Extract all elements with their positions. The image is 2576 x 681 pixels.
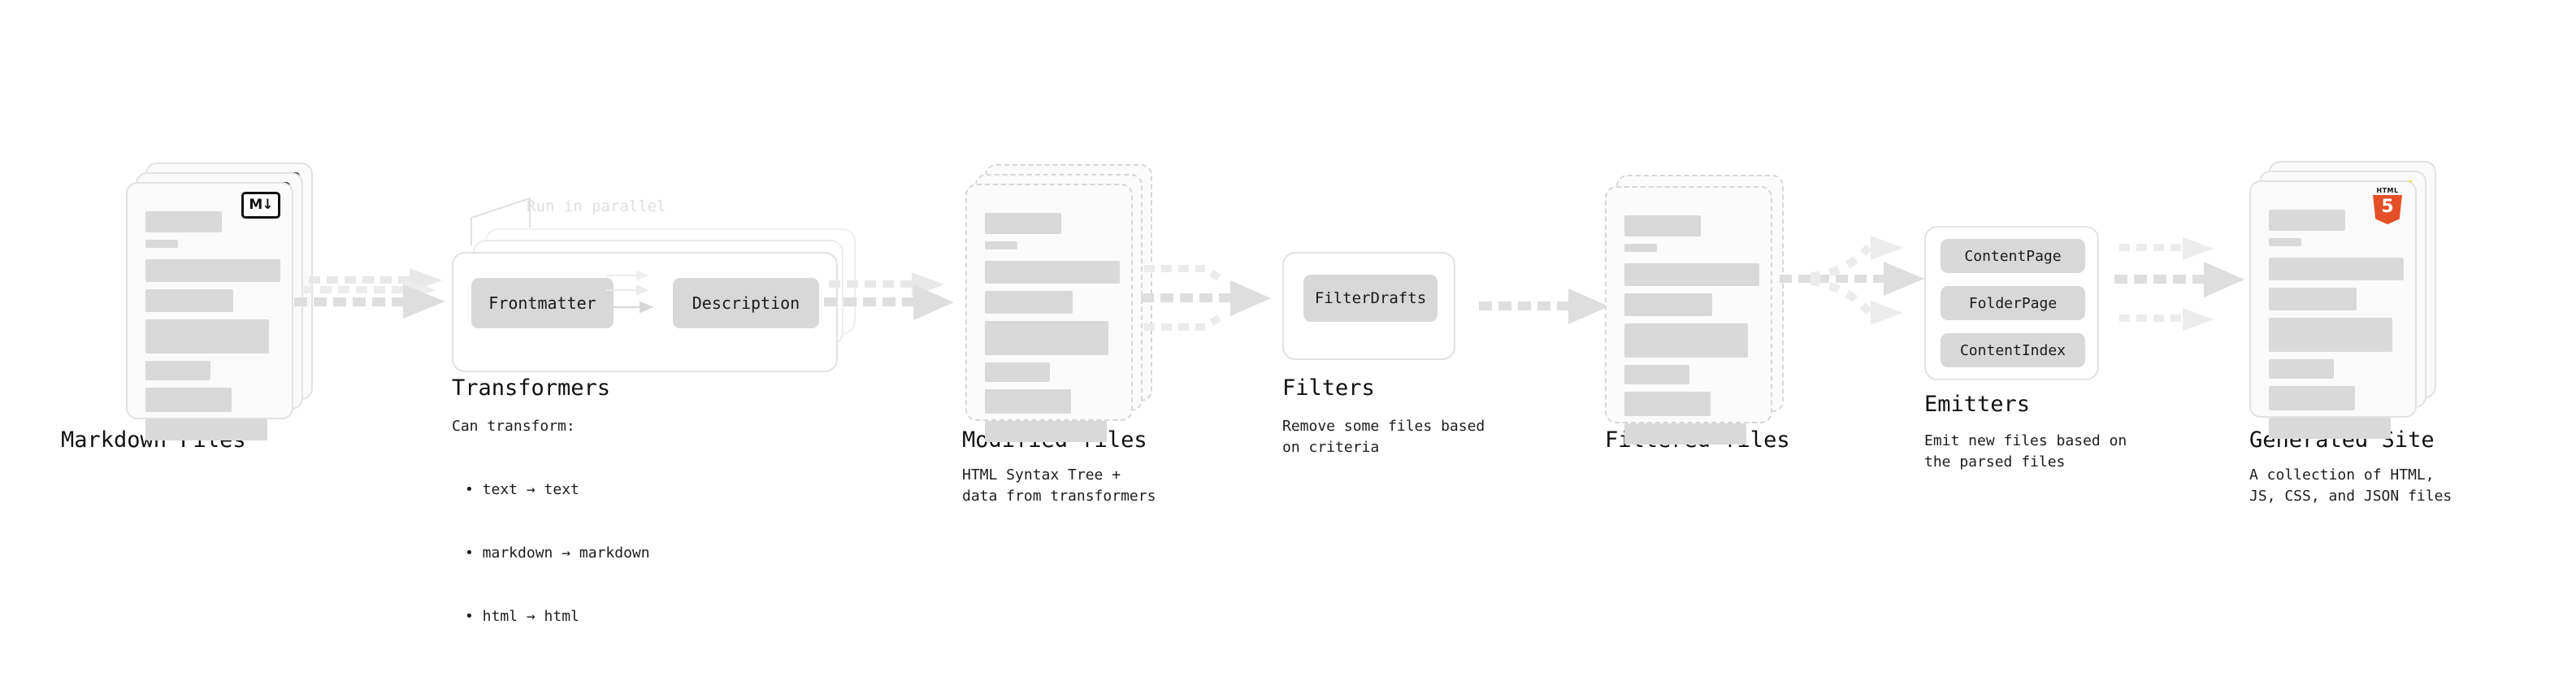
skeleton-bar [985, 241, 1017, 249]
skeleton-bar [2269, 418, 2391, 439]
card-skeleton-filtered [1624, 215, 1759, 452]
transformers-bullet-0: • text → text [465, 481, 579, 498]
emitters-box: ContentPage FolderPage ContentIndex [1924, 226, 2099, 380]
skeleton-bar [2269, 210, 2345, 231]
html5-badge: HTML 5 [2371, 187, 2404, 224]
skeleton-bar [145, 289, 233, 312]
label-emitters: Emitters [1924, 392, 2031, 417]
parallel-bracket [471, 197, 531, 245]
skeleton-bar [2269, 238, 2301, 246]
skeleton-bar [1624, 263, 1759, 286]
skeleton-bar [985, 421, 1107, 442]
transformers-bullet-2: • html → html [465, 608, 579, 625]
markdown-card-front: M↓ [126, 182, 293, 440]
arrow-emitters-to-site [2114, 237, 2244, 331]
skeleton-bar [1624, 423, 1746, 445]
arrow-filters-to-filtered [1479, 288, 1609, 324]
skeleton-bar [2269, 258, 2404, 280]
skeleton-bar [145, 211, 222, 232]
generated-site-desc: A collection of HTML, JS, CSS, and JSON … [2249, 466, 2452, 505]
skeleton-bar [2269, 288, 2357, 310]
modified-card-front [965, 184, 1133, 442]
transformers-desc-heading: Can transform: [452, 418, 575, 435]
arrow-markdown-to-transformers [294, 268, 445, 319]
transformer-inner-arrows [606, 270, 654, 314]
skeleton-bar [985, 389, 1071, 414]
transformers-bullet-list: • text → text • markdown → markdown • ht… [465, 437, 650, 670]
skeleton-bar [2269, 359, 2334, 379]
emitter-pill-folderpage[interactable]: FolderPage [1941, 286, 2085, 320]
skeleton-bar [985, 362, 1050, 382]
skeleton-bar [1624, 323, 1748, 358]
transformer-box-front: Frontmatter Description [452, 252, 838, 372]
skeleton-bar [1624, 215, 1701, 236]
skeleton-bar [985, 213, 1061, 234]
html5-badge-icon: HTML 5 [2371, 187, 2404, 224]
card-skeleton-generated [2269, 210, 2404, 446]
filters-desc: Remove some files based on criteria [1282, 418, 1485, 456]
label-run-in-parallel: Run in parallel [527, 197, 666, 215]
filters-box: FilterDrafts [1282, 252, 1455, 360]
skeleton-bar [1624, 244, 1657, 252]
skeleton-bar [985, 321, 1108, 355]
arrow-transformers-to-modified [824, 272, 954, 320]
transformer-pill-description[interactable]: Description [673, 278, 819, 328]
arrow-filtered-to-emitters [1780, 236, 1924, 325]
html5-badge-word: HTML [2376, 187, 2399, 194]
transformers-bullet-1: • markdown → markdown [465, 544, 650, 562]
emitter-pill-contentpage[interactable]: ContentPage [1941, 239, 2085, 273]
card-skeleton-modified [985, 213, 1120, 449]
skeleton-bar [145, 319, 269, 354]
skeleton-bar [145, 259, 280, 282]
skeleton-bar [145, 419, 267, 440]
filtered-card-front [1605, 186, 1772, 445]
generated-card-html: HTML 5 [2249, 180, 2417, 439]
emitter-pill-contentindex[interactable]: ContentIndex [1941, 333, 2085, 367]
skeleton-bar [1624, 365, 1689, 384]
skeleton-bar [1624, 293, 1712, 316]
transformer-pill-frontmatter[interactable]: Frontmatter [471, 278, 614, 328]
filters-pill-filterdrafts[interactable]: FilterDrafts [1303, 275, 1438, 322]
skeleton-bar [1624, 392, 1711, 416]
arrow-modified-to-filters [1141, 265, 1271, 331]
modified-files-desc: HTML Syntax Tree + data from transformer… [962, 466, 1156, 505]
markdown-badge-front: M↓ [241, 192, 280, 219]
label-filters: Filters [1282, 375, 1375, 401]
skeleton-bar [145, 388, 232, 412]
skeleton-bar [2269, 386, 2355, 410]
skeleton-bar [145, 240, 178, 248]
label-transformers: Transformers [452, 375, 611, 401]
card-skeleton-markdown [145, 211, 280, 448]
skeleton-bar [2269, 318, 2392, 352]
emitters-desc: Emit new files based on the parsed files [1924, 432, 2127, 471]
skeleton-bar [985, 291, 1073, 314]
markdown-badge-icon: M↓ [241, 192, 280, 219]
html5-badge-shield: 5 [2373, 195, 2402, 224]
skeleton-bar [985, 261, 1120, 284]
skeleton-bar [145, 361, 210, 380]
